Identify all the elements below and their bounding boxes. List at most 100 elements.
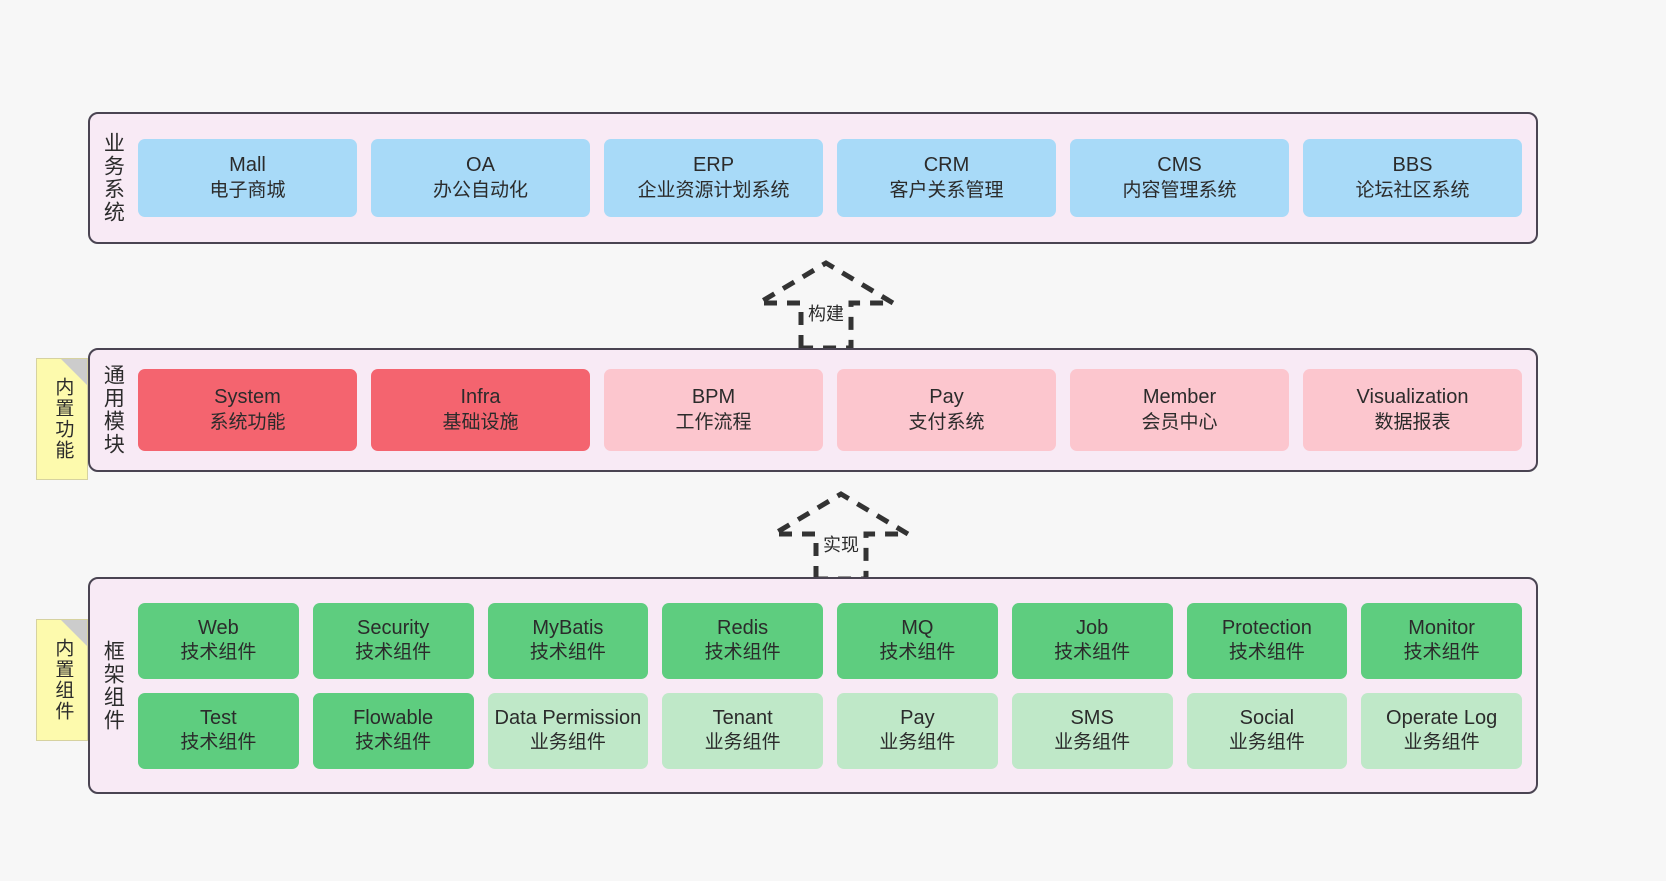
framework-row-technical: Web 技术组件 Security 技术组件 MyBatis 技术组件 Redi… [138,602,1522,679]
node-tenant-cn: 业务组件 [704,732,781,754]
node-flowable-en: Flowable [353,706,434,729]
node-visualization-en: Visualization [1356,386,1469,409]
node-bbs-en: BBS [1392,154,1433,177]
node-visualization-cn: 数据报表 [1374,411,1451,433]
module-node-row: System 系统功能 Infra 基础设施 BPM 工作流程 Pay 支付系统… [138,369,1522,451]
node-bpm-en: BPM [691,386,736,409]
framework-node-grid: Web 技术组件 Security 技术组件 MyBatis 技术组件 Redi… [138,602,1522,769]
node-pay-module[interactable]: Pay 支付系统 [837,369,1056,451]
node-system-cn: 系统功能 [209,411,286,433]
node-oa[interactable]: OA 办公自动化 [371,139,590,217]
node-member[interactable]: Member 会员中心 [1070,369,1289,451]
layer-title-modules: 通用模块 [101,364,125,456]
node-bbs[interactable]: BBS 论坛社区系统 [1303,139,1522,217]
layer-business-system: 业务系统 Mall 电子商城 OA 办公自动化 ERP 企业资源计划系统 CRM [88,112,1538,244]
node-system-en: System [214,386,281,409]
node-web-en: Web [197,616,239,639]
node-erp-cn: 企业资源计划系统 [637,179,790,201]
node-redis[interactable]: Redis 技术组件 [662,602,823,679]
node-cms-en: CMS [1157,154,1202,177]
node-member-en: Member [1142,386,1217,409]
node-protection[interactable]: Protection 技术组件 [1186,602,1348,679]
node-flowable[interactable]: Flowable 技术组件 [312,692,474,769]
node-cms[interactable]: CMS 内容管理系统 [1070,139,1289,217]
node-job[interactable]: Job 技术组件 [1011,602,1173,679]
node-security-cn: 技术组件 [355,642,432,664]
node-web[interactable]: Web 技术组件 [138,602,299,679]
node-erp-en: ERP [692,154,735,177]
node-test-en: Test [200,706,237,729]
node-tenant[interactable]: Tenant 业务组件 [662,692,823,769]
node-monitor[interactable]: Monitor 技术组件 [1361,602,1522,679]
node-pay-component-cn: 业务组件 [879,732,956,754]
node-test-cn: 技术组件 [180,732,257,754]
node-mybatis[interactable]: MyBatis 技术组件 [487,602,649,679]
node-pay-module-cn: 支付系统 [908,411,985,433]
sticky-fold-corner-icon-2 [61,620,87,646]
sticky-note-builtin-components: 内置组件 [36,619,88,741]
node-pay-component-en: Pay [900,706,935,729]
layer-common-modules: 通用模块 System 系统功能 Infra 基础设施 BPM 工作流程 Pay [88,348,1538,472]
node-operate-log[interactable]: Operate Log 业务组件 [1361,692,1522,769]
node-operate-log-en: Operate Log [1386,706,1498,729]
node-data-permission-en: Data Permission [494,706,642,729]
node-job-cn: 技术组件 [1054,642,1131,664]
sticky-note-builtin-features: 内置功能 [36,358,88,480]
node-infra-cn: 基础设施 [442,411,519,433]
node-social-cn: 业务组件 [1228,732,1305,754]
node-operate-log-cn: 业务组件 [1403,732,1480,754]
node-data-permission[interactable]: Data Permission 业务组件 [487,692,649,769]
node-monitor-en: Monitor [1408,616,1475,639]
node-test[interactable]: Test 技术组件 [138,692,299,769]
node-bpm-cn: 工作流程 [675,411,752,433]
node-redis-en: Redis [717,616,769,639]
node-infra-en: Infra [460,386,501,409]
arrow-implement: 实现 [764,489,918,582]
business-node-row: Mall 电子商城 OA 办公自动化 ERP 企业资源计划系统 CRM 客户关系… [138,139,1522,217]
node-mq-cn: 技术组件 [879,642,956,664]
node-security-en: Security [357,616,430,639]
node-data-permission-cn: 业务组件 [529,732,606,754]
node-mybatis-cn: 技术组件 [529,642,606,664]
node-tenant-en: Tenant [712,706,773,729]
layer-body-business: Mall 电子商城 OA 办公自动化 ERP 企业资源计划系统 CRM 客户关系… [134,114,1536,242]
layer-title-framework: 框架组件 [101,639,125,732]
node-crm[interactable]: CRM 客户关系管理 [837,139,1056,217]
node-sms-cn: 业务组件 [1054,732,1131,754]
layer-body-modules: System 系统功能 Infra 基础设施 BPM 工作流程 Pay 支付系统… [134,350,1536,470]
sticky-note-builtin-features-label: 内置功能 [52,377,74,461]
node-erp[interactable]: ERP 企业资源计划系统 [604,139,823,217]
node-social[interactable]: Social 业务组件 [1186,692,1348,769]
node-sms[interactable]: SMS 业务组件 [1011,692,1173,769]
node-redis-cn: 技术组件 [704,642,781,664]
node-social-en: Social [1239,706,1295,729]
node-mall-en: Mall [229,154,266,177]
node-system[interactable]: System 系统功能 [138,369,357,451]
arrow-build: 构建 [749,258,903,351]
node-infra[interactable]: Infra 基础设施 [371,369,590,451]
node-mall-cn: 电子商城 [209,179,286,201]
node-job-en: Job [1076,616,1109,639]
node-cms-cn: 内容管理系统 [1122,179,1237,201]
node-protection-en: Protection [1221,616,1312,639]
node-mall[interactable]: Mall 电子商城 [138,139,357,217]
node-bbs-cn: 论坛社区系统 [1355,179,1470,201]
node-crm-en: CRM [923,154,970,177]
node-mq[interactable]: MQ 技术组件 [837,602,998,679]
node-oa-en: OA [466,154,495,177]
node-monitor-cn: 技术组件 [1403,642,1480,664]
node-visualization[interactable]: Visualization 数据报表 [1303,369,1522,451]
node-security[interactable]: Security 技术组件 [312,602,474,679]
node-bpm[interactable]: BPM 工作流程 [604,369,823,451]
layer-title-business: 业务系统 [101,132,125,224]
node-pay-component[interactable]: Pay 业务组件 [837,692,998,769]
node-protection-cn: 技术组件 [1228,642,1305,664]
node-pay-module-en: Pay [929,386,964,409]
node-sms-en: SMS [1070,706,1114,729]
node-crm-cn: 客户关系管理 [889,179,1004,201]
layer-body-framework: Web 技术组件 Security 技术组件 MyBatis 技术组件 Redi… [134,579,1536,792]
sticky-note-builtin-components-label: 内置组件 [52,638,74,722]
framework-row-business: Test 技术组件 Flowable 技术组件 Data Permission … [138,692,1522,769]
node-oa-cn: 办公自动化 [432,179,528,201]
